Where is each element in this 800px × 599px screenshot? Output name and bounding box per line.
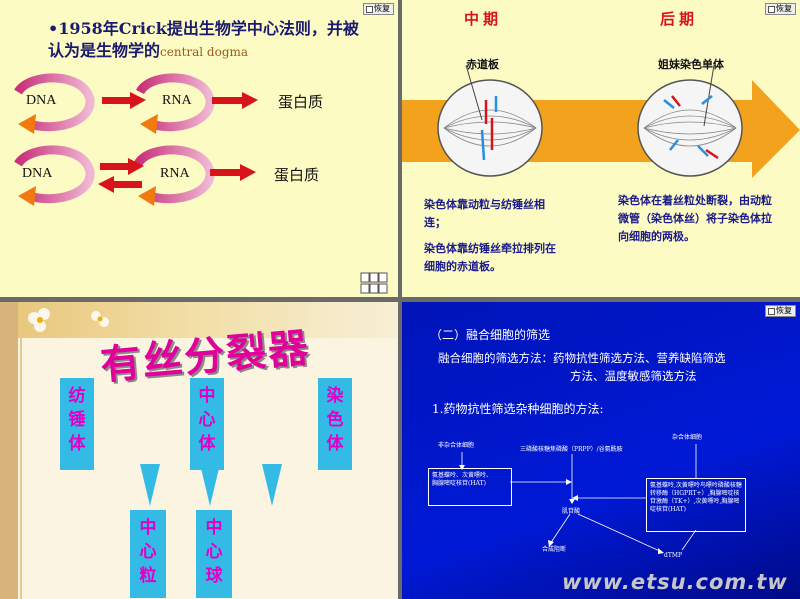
dna-label-2: DNA [22,166,53,181]
equatorial-plate-caption: 赤道板 [466,58,499,71]
sister-chromatid-caption: 姐妹染色单体 [658,58,724,71]
slide-mitotic-apparatus: 恢复 有丝分裂器 纺锤体 中心体 染色体 中心粒 中心球 [0,302,398,599]
dna-replication-arrowhead [18,114,36,134]
dna-replication-arrowhead-2 [18,186,36,206]
metaphase-title: 中期 [464,10,503,28]
settings-icon[interactable] [369,283,379,294]
section-heading: （二）融合细胞的筛选 [430,328,551,342]
dna-label: DNA [26,93,57,108]
eraser-icon[interactable] [378,272,388,283]
anaphase-title: 后期 [660,10,699,28]
restore-button[interactable]: 恢复 [363,3,394,15]
anaphase-description: 染色体在着丝粒处断裂，由动粒微管（染色体丝）将子染色体拉向细胞的两极。 [618,194,772,243]
watermark: www.etsu.com.tw [562,570,788,594]
restore-button[interactable]: 恢复 [765,305,796,317]
hierarchy-arrows [140,464,282,506]
highlighter-icon[interactable] [369,272,379,283]
rna-replication-arrowhead-2 [138,186,156,206]
translation-arrow-2 [240,164,256,181]
slide3-decoration [0,302,398,599]
restore-button[interactable]: 恢复 [765,3,796,15]
protein-label-2: 蛋白质 [274,166,320,184]
slide-mitosis-phases: 恢复 中期 后期 赤道板 姐妹染色单体 [402,0,800,297]
translation-arrow [242,92,258,109]
rna-label: RNA [162,93,192,108]
metaphase-description-1: 染色体靠动粒与纺锤丝相连； [424,198,545,229]
title-english: central dogma [160,45,249,59]
right-flow-box: 氨基蝶呤,次黄嘌呤鸟嘌呤磷酸核糖转移酶（HGPRT+）,胸腺嘧啶核苷激酶（TK+… [646,478,746,532]
transcription-arrow [130,92,146,109]
rna-label-2: RNA [160,166,190,181]
left-flow-box: 氨基蝶呤、次黄嘌呤、胸腺嘧啶核苷(HAT) [428,468,512,506]
left-flow-box-text: 氨基蝶呤、次黄嘌呤、胸腺嘧啶核苷(HAT) [432,472,493,487]
chromosome-box: 染色体 [318,378,352,470]
protein-label: 蛋白质 [278,93,324,111]
mitosis-illustration [402,64,800,178]
hybrid-cell-label: 杂合体细胞 [672,434,703,441]
down-arrow-3 [262,464,282,506]
centrosphere-box: 中心球 [196,510,232,598]
reverse-transcription-arrow [98,176,114,193]
transcription-arrow-2 [128,158,144,175]
caption-pointer [465,64,483,121]
inosinic-acid-label: 肌苷酸 [562,508,581,515]
caption-pointer-2 [703,64,715,127]
slide1-title: •1958年Crick提出生物学中心法则，并被认为是生物学的central do… [48,18,368,63]
slide-hybrid-cell-selection: 恢复 （二）融合细胞的筛选 融合细胞的筛选方法：药物抗性筛选方法、营养缺陷筛选 … [402,302,800,599]
metaphase-description-2: 染色体靠纺锤丝牵拉排列在细胞的赤道板。 [424,242,556,273]
pen-icon[interactable] [360,272,370,283]
anaphase-cell [637,79,743,177]
nonhybrid-cell-label: 非杂合体细胞 [438,442,475,449]
pen-toolbar[interactable] [360,272,396,294]
spindle-box: 纺锤体 [60,378,94,470]
zoom-icon[interactable] [360,283,370,294]
flower-decoration [28,308,109,332]
title-text: •1958年Crick提出生物学中心法则，并被认为是生物学的 [48,19,359,60]
methods-line-1: 融合细胞的筛选方法：药物抗性筛选方法、营养缺陷筛选 [438,351,726,365]
slide-central-dogma: 恢复 •1958年Crick提出生物学中心法则，并被认为是生物学的central… [0,0,398,297]
metaphase-cell [437,79,543,177]
rna-replication-arrowhead [140,114,158,134]
methods-line-2: 方法、温度敏感筛选方法 [570,369,697,383]
centriole-box: 中心粒 [130,510,166,598]
centrosome-box: 中心体 [190,378,224,470]
synthesis-blocked-label: 合成阻断 [542,546,567,553]
right-flow-box-text: 氨基蝶呤,次黄嘌呤鸟嘌呤磷酸核糖转移酶（HGPRT+）,胸腺嘧啶核苷激酶（TK+… [650,482,742,513]
drug-resistance-subheading: 1.药物抗性筛选杂种细胞的方法: [432,402,604,416]
dtmp-label: dTMP [664,552,683,559]
flow-arrows [459,444,697,554]
central-dogma-arrows [14,73,258,206]
prpp-label: 三磷酸核糖焦磷酸（PRPP）/谷氨酰胺 [520,446,623,453]
close-icon[interactable] [378,283,388,294]
down-arrow-1 [140,464,160,506]
down-arrow-2 [200,464,220,506]
